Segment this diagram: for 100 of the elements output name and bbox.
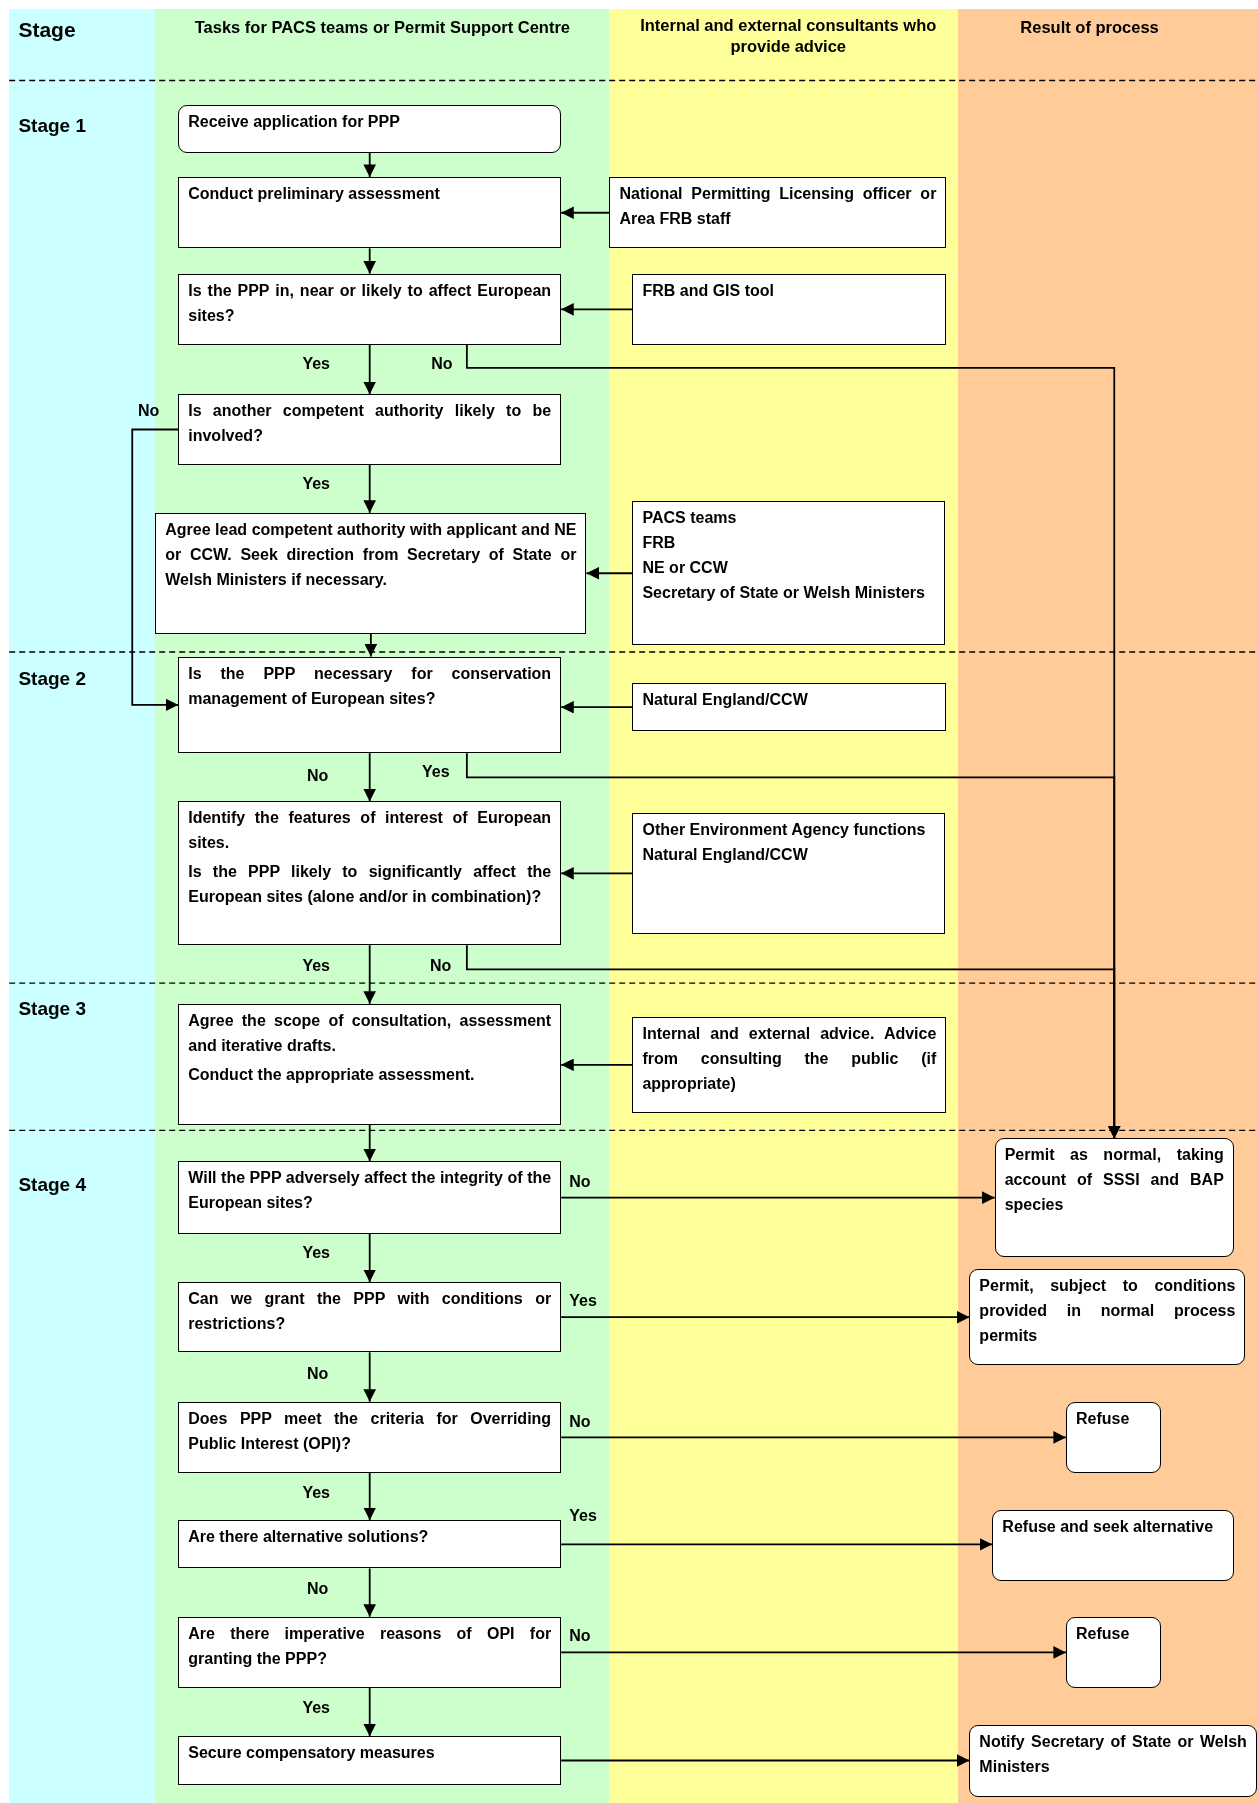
arrow [363,1351,376,1403]
process-box [609,177,947,249]
box-text: Permit as normal, taking account of SSSI and BAP species [1004,1145,1224,1216]
arrow [560,1058,634,1072]
arrow [465,944,1121,1140]
process-box [632,1016,947,1114]
edge-label: No [430,955,452,976]
process-box [178,1003,562,1125]
arrow [363,1123,376,1163]
box-text: FRB and GIS tool [642,280,775,301]
box-text: Are there alternative solutions? [188,1527,430,1548]
result-box [1065,1401,1162,1473]
process-box [632,501,946,646]
process-box [178,656,562,754]
edge-label: Yes [302,473,330,494]
arrow [560,1310,971,1324]
box-text: FRB [642,533,677,554]
process-box [155,512,587,634]
arrow [363,1232,376,1284]
edge-label: No [307,765,329,786]
process-box [632,813,946,934]
box-text: Refuse [1075,1408,1131,1429]
process-box [178,1520,562,1569]
edge-label: Yes [569,1291,597,1312]
box-text: Conduct the appropriate assessment. [188,1064,476,1085]
edge-label: Yes [302,955,330,976]
process-box [178,801,562,946]
box-text: Internal and external advice. Advice from consulting the public (if appropriate) [642,1023,937,1094]
box-text: Agree the scope of consultation, assessment and iterative drafts. [188,1010,552,1056]
box-text: Refuse [1075,1623,1131,1644]
box-text: Conduct preliminary assessment [188,184,441,205]
box-text: Receive application for PPP [188,111,401,132]
box-text: Notify Secretary of State or Welsh Ministers [979,1731,1247,1777]
arrow [585,566,634,580]
box-text: Does PPP meet the criteria for Overriding Public Interest (OPI)? [188,1408,552,1454]
process-box [632,683,947,732]
box-text: Will the PPP adversely affect the integrity of the European sites? [188,1168,552,1214]
edge-label: No [307,1363,329,1384]
edge-label: Yes [422,762,450,783]
result-box [994,1138,1234,1257]
arrow [363,152,376,178]
column-header: Internal and external consultants who provide advice [639,14,938,58]
box-text: Is another competent authority likely to be involved? [188,401,552,447]
box-text: National Permitting Licensing officer or Area FRB staff [619,184,937,230]
process-box [178,1736,562,1785]
process-box [178,177,562,249]
box-text: Permit, subject to conditions provided in normal process permits [979,1276,1236,1347]
process-box [632,273,947,345]
stage-label: Stage 2 [18,666,87,691]
box-text: Is the PPP necessary for conservation management of European sites? [188,663,552,709]
edge-label: No [569,1171,591,1192]
arrow [560,867,634,880]
edge-label: Yes [302,1698,330,1719]
process-box [178,394,562,465]
result-box [969,1269,1246,1365]
result-box [178,104,562,153]
column-header: Result of process [1019,17,1160,39]
process-box [178,1161,562,1234]
box-text: Secretary of State or Welsh Ministers [642,583,926,604]
box-text: Is the PPP likely to significantly affect the European sites (alone and/or in combination)? [188,862,552,908]
edge-label: No [431,354,453,375]
arrow [560,1646,1067,1659]
result-box [992,1509,1234,1582]
process-box [178,1401,562,1473]
arrow [363,1567,376,1618]
result-box [969,1724,1257,1798]
box-text: Agree lead competent authority with applicant and NE or CCW. Seek direction from Secretary of State or Welsh Ministers if necessary. [165,519,577,590]
arrow [363,344,376,396]
arrow [560,303,634,316]
process-box [178,1616,562,1689]
edge-label: Yes [569,1506,597,1527]
edge-label: No [569,1412,591,1433]
edge-label: No [307,1578,329,1599]
box-text: Is the PPP in, near or likely to affect European sites? [188,280,552,326]
stage-label: Stage [18,17,77,44]
edge-label: Yes [302,354,330,375]
arrow [363,1687,376,1738]
arrow [560,1538,994,1551]
stage-label: Stage 4 [18,1172,87,1197]
box-text: Identify the features of interest of European sites. [188,808,552,854]
box-text: NE or CCW [642,558,729,579]
result-box [1065,1616,1162,1689]
stage-label: Stage 1 [18,113,87,138]
arrow [560,206,611,220]
arrow [363,944,376,1005]
arrow [560,1191,996,1204]
arrow [363,247,376,275]
box-text: Secure compensatory measures [188,1743,436,1764]
arrow [131,428,180,712]
arrow [363,463,376,514]
arrow [363,1472,376,1522]
arrow [560,700,634,714]
edge-label: No [138,401,160,422]
arrow [560,1431,1067,1444]
edge-label: Yes [302,1243,330,1264]
box-text: Natural England/CCW [642,690,809,711]
edge-label: No [569,1625,591,1646]
box-text: Are there imperative reasons of OPI for granting the PPP? [188,1623,552,1669]
box-text: Other Environment Agency functions [642,820,927,840]
box-text: Can we grant the PPP with conditions or restrictions? [188,1289,552,1335]
